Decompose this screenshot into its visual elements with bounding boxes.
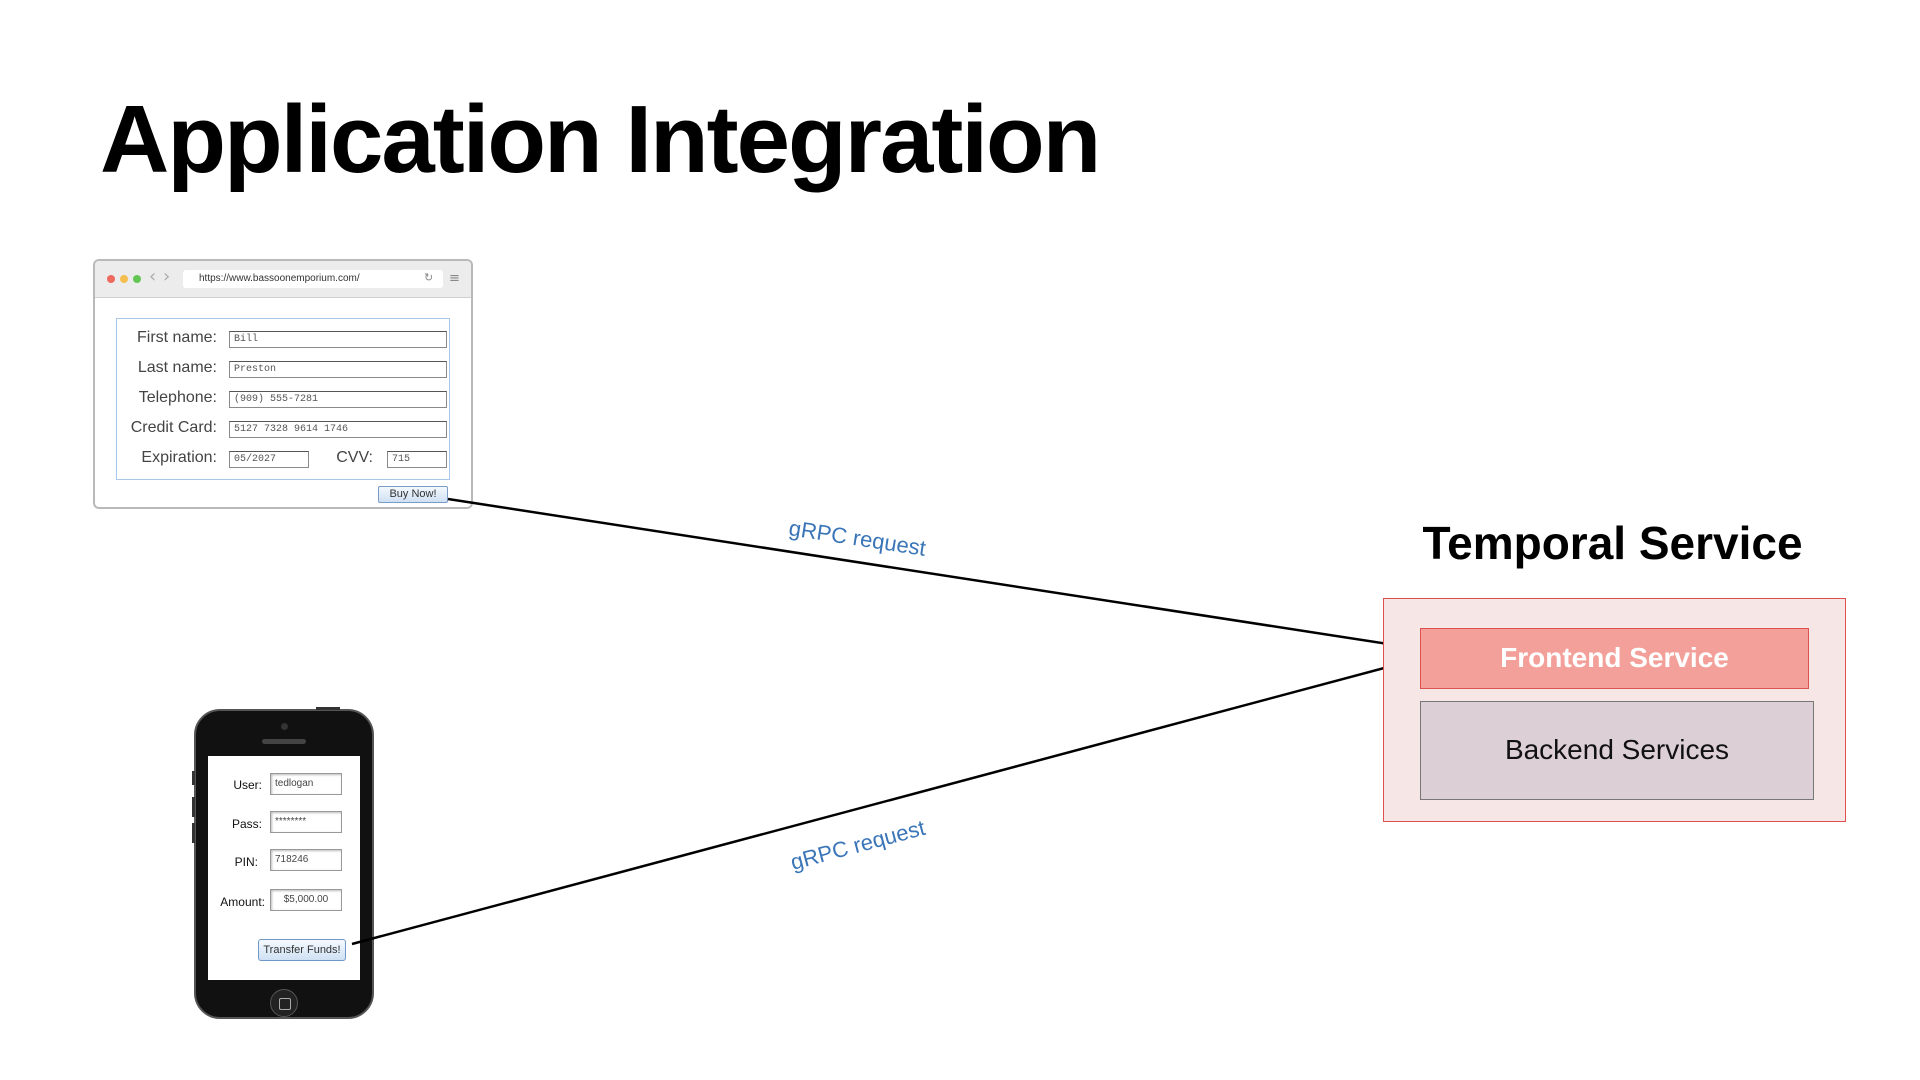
back-arrow-icon[interactable]: ‹	[149, 266, 157, 287]
phone-volume-down-icon	[192, 823, 195, 843]
mobile-phone: User: tedlogan Pass: ******** PIN: 71824…	[192, 707, 374, 1019]
home-button[interactable]	[270, 989, 298, 1017]
temporal-service-box: Frontend Service Backend Services	[1383, 598, 1846, 822]
pin-field[interactable]: 718246	[270, 849, 342, 871]
temporal-service-title: Temporal Service	[1422, 517, 1803, 569]
forward-arrow-icon[interactable]: ›	[163, 266, 171, 287]
phone-side-button-icon	[192, 771, 195, 785]
phone-volume-up-icon	[192, 797, 195, 817]
user-label: User:	[233, 778, 262, 792]
grpc-arrow-phone-to-frontend	[351, 657, 1415, 946]
menu-icon[interactable]: ≡	[449, 271, 460, 286]
amount-field[interactable]: $5,000.00	[270, 889, 342, 911]
camera-icon	[281, 723, 288, 730]
last-name-field[interactable]: Preston	[229, 361, 447, 378]
first-name-field[interactable]: Bill	[229, 331, 447, 348]
last-name-label: Last name:	[137, 359, 217, 376]
frontend-service-box: Frontend Service	[1420, 628, 1809, 689]
pass-label: Pass:	[231, 817, 262, 831]
credit-card-field[interactable]: 5127 7328 9614 1746	[229, 421, 447, 438]
transfer-funds-button[interactable]: Transfer Funds!	[258, 939, 346, 961]
first-name-label: First name:	[136, 329, 217, 346]
expiration-field[interactable]: 05/2027	[229, 451, 309, 468]
buy-now-button[interactable]: Buy Now!	[378, 486, 448, 503]
backend-services-box: Backend Services	[1420, 701, 1814, 800]
browser-toolbar: ‹ › https://www.bassoonemporium.com/ ↻ ≡	[95, 261, 471, 298]
cvv-field[interactable]: 715	[387, 451, 447, 468]
grpc-request-label-bottom: gRPC request	[788, 815, 928, 875]
home-square-icon	[279, 998, 291, 1010]
slide-title: Application Integration	[100, 86, 1101, 193]
reload-icon[interactable]: ↻	[424, 272, 434, 284]
address-bar[interactable]: https://www.bassoonemporium.com/	[183, 270, 443, 288]
maximize-window-icon[interactable]	[133, 275, 141, 283]
checkout-form: First name: Bill Last name: Preston Tele…	[116, 318, 450, 480]
pin-label: PIN:	[234, 855, 258, 869]
amount-label: Amount:	[220, 895, 265, 909]
telephone-label: Telephone:	[138, 389, 217, 406]
user-field[interactable]: tedlogan	[270, 773, 342, 795]
close-window-icon[interactable]	[107, 275, 115, 283]
cvv-label: CVV:	[336, 449, 373, 466]
speaker-icon	[262, 739, 306, 744]
telephone-field[interactable]: (909) 555-7281	[229, 391, 447, 408]
phone-screen: User: tedlogan Pass: ******** PIN: 71824…	[208, 756, 360, 980]
minimize-window-icon[interactable]	[120, 275, 128, 283]
grpc-arrow-browser-to-frontend	[447, 497, 1415, 652]
credit-card-label: Credit Card:	[130, 419, 217, 436]
expiration-label: Expiration:	[141, 449, 217, 466]
browser-window: ‹ › https://www.bassoonemporium.com/ ↻ ≡…	[93, 259, 473, 509]
pass-field[interactable]: ********	[270, 811, 342, 833]
phone-power-button-icon	[316, 707, 340, 710]
